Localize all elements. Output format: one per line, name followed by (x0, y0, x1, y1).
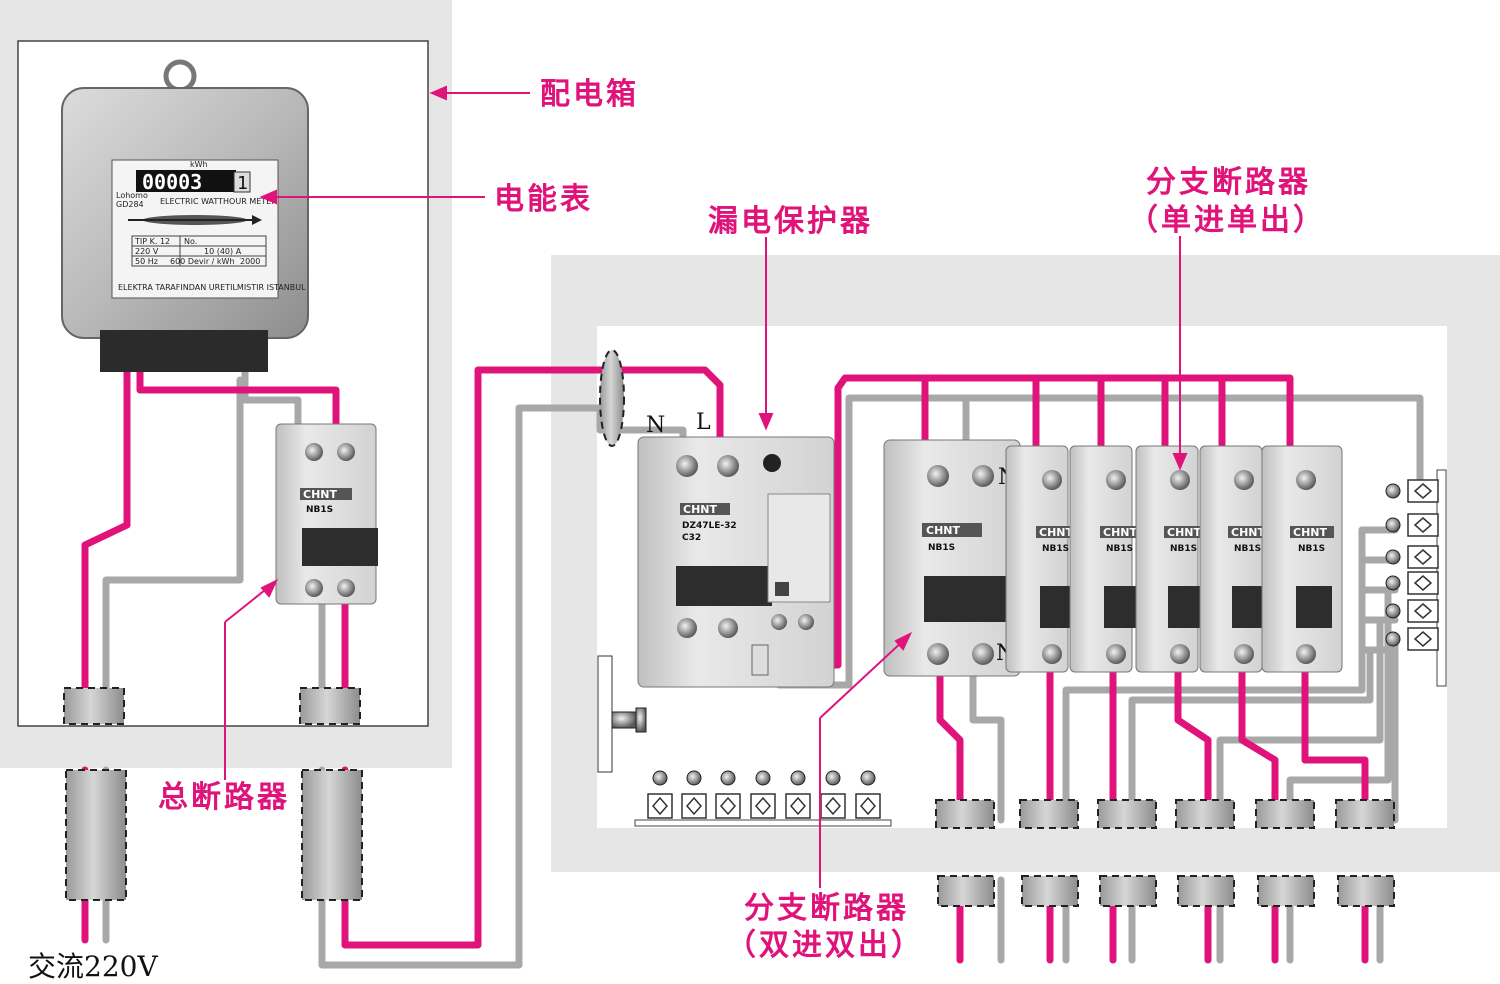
rcd-rating: C32 (682, 533, 701, 543)
single-breaker-1: CHNT NB1S (1005, 445, 1080, 673)
meter-footer: ELEKTRA TARAFINDAN URETILMISTIR ISTANBUL (118, 283, 306, 292)
meter-spec-r1c1: TIP K. 12 (134, 237, 170, 246)
distribution-box-label: 配电箱 (540, 77, 639, 112)
single-breaker-1-model: NB1S (1042, 544, 1069, 554)
single-breaker-5-model: NB1S (1298, 544, 1325, 554)
meter-spec-r3c2: 600 Devir / kWh (170, 257, 235, 266)
conduits (63, 349, 1395, 907)
double-breaker-brand: CHNT (926, 524, 960, 537)
meter-title: ELECTRIC WATTHOUR METER (160, 197, 277, 206)
branch-double-label-line1: 分支断路器 (744, 891, 909, 926)
double-breaker-handle (924, 576, 1020, 622)
single-breaker-3-model: NB1S (1170, 544, 1197, 554)
single-breaker-3-brand: CHNT (1167, 526, 1201, 539)
single-breaker-4-model: NB1S (1234, 544, 1261, 554)
meter-maker: Lohomo (116, 191, 148, 200)
single-breaker-2-model: NB1S (1106, 544, 1133, 554)
meter-reading: 00003 (142, 170, 202, 194)
single-breaker-2: CHNT NB1S (1069, 445, 1144, 673)
branch-breaker-double: N CHNT NB1S N (883, 439, 1021, 677)
single-breaker-1-brand: CHNT (1039, 526, 1073, 539)
meter-spec-r3c3: 2000 (240, 257, 260, 266)
terminal-l-label: L (696, 410, 711, 435)
rcd-model: DZ47LE-32 (682, 521, 737, 531)
single-breaker-5-brand: CHNT (1293, 526, 1327, 539)
energy-meter-label: 电能表 (494, 182, 593, 217)
neutral-terminal-bar (1385, 469, 1447, 687)
double-breaker-model: NB1S (928, 543, 955, 553)
rcd-brand: CHNT (683, 503, 717, 516)
branch-single-label-line2: （单进单出） (1128, 203, 1326, 238)
main-breaker-brand: CHNT (303, 488, 337, 501)
rcd-handle (676, 566, 772, 606)
meter-last-digit: 1 (237, 173, 248, 194)
single-breaker-2-brand: CHNT (1103, 526, 1137, 539)
ground-bolt (597, 655, 647, 773)
terminal-n-label: N (646, 413, 665, 438)
meter-model-code: GD284 (116, 200, 144, 209)
main-breaker-handle (302, 528, 378, 566)
meter-spec-r2c1: 220 V (135, 247, 159, 256)
branch-breakers-single: CHNT NB1S CHNT NB1S CHNT NB1S (1005, 445, 1343, 673)
main-breaker-brand-bar (300, 488, 352, 500)
single-breaker-4: CHNT NB1S (1199, 445, 1272, 673)
ac-supply-label: 交流220V (28, 950, 158, 983)
meter-spec-r1c2: No. (184, 237, 197, 246)
branch-double-label-line2: （双进双出） (726, 928, 924, 963)
single-breaker-3: CHNT NB1S (1135, 445, 1208, 673)
callout-lines (224, 85, 1188, 888)
main-breaker-label: 总断路器 (158, 780, 290, 815)
branch-single-label-line1: 分支断路器 (1146, 165, 1311, 200)
meter-unit: kWh (190, 160, 208, 169)
energy-meter: kWh 00003 1 Lohomo GD284 ELECTRIC WATTHO… (61, 59, 309, 372)
main-breaker-model: NB1S (306, 505, 333, 515)
ground-terminal-bar (634, 770, 892, 827)
meter-disc-arrow-icon (128, 215, 262, 225)
leakage-protector: CHNT DZ47LE-32 C32 (637, 436, 835, 688)
main-breaker: CHNT NB1S (275, 423, 378, 605)
single-breaker-5: CHNT NB1S (1261, 445, 1343, 673)
rcd-test-button (775, 582, 789, 596)
meter-spec-r2c2: 10 (40) A (204, 247, 242, 256)
meter-spec-r3c1: 50 Hz (135, 257, 158, 266)
meter-spec-table (131, 235, 267, 267)
leakage-protector-label: 漏电保护器 (708, 204, 873, 239)
single-breaker-4-brand: CHNT (1231, 526, 1265, 539)
